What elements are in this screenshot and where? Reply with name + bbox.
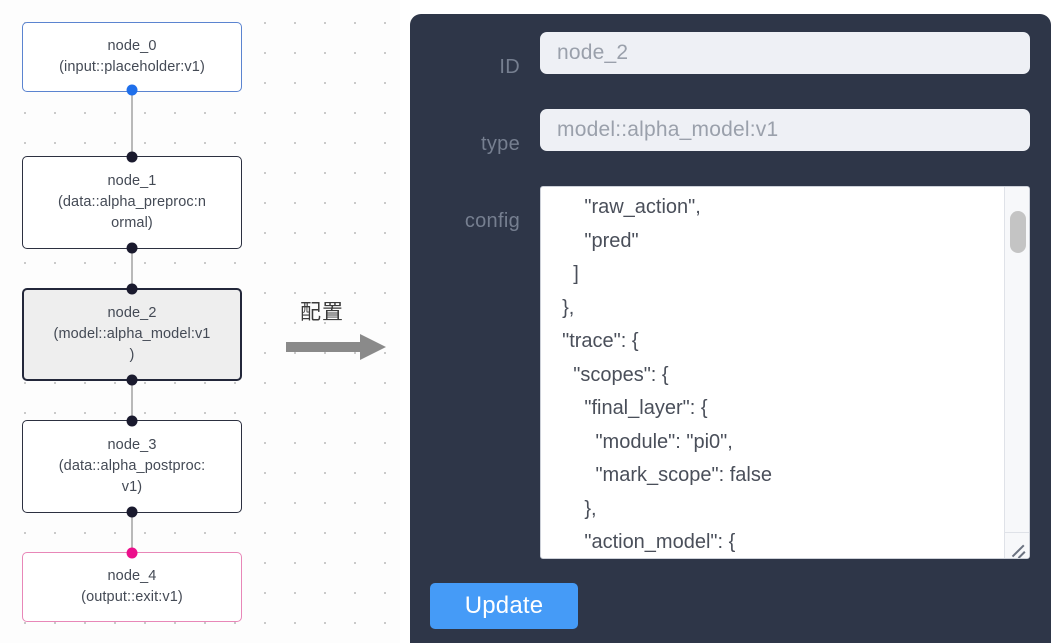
node-handle-target-node_1[interactable] bbox=[126, 151, 138, 163]
edge-node1-node2 bbox=[131, 248, 133, 289]
graph-node-node_1[interactable]: node_1 (data::alpha_preproc:n ormal) bbox=[22, 156, 242, 249]
annotation-label: 配置 bbox=[300, 300, 344, 324]
node-handle-target-node_2[interactable] bbox=[126, 283, 138, 295]
id-field-label: ID bbox=[499, 56, 520, 78]
node-handle-target-node_4[interactable] bbox=[126, 547, 138, 559]
config-scrollbar-thumb[interactable] bbox=[1010, 211, 1026, 253]
configure-arrow-annotation: 配置 bbox=[286, 296, 396, 366]
config-textarea[interactable] bbox=[541, 187, 999, 558]
node-config-panel: ID type config Update bbox=[410, 14, 1051, 643]
type-field-label: type bbox=[480, 133, 520, 155]
graph-node-node_3[interactable]: node_3 (data::alpha_postproc: v1) bbox=[22, 420, 242, 513]
graph-node-node_0[interactable]: node_0 (input::placeholder:v1) bbox=[22, 22, 242, 92]
pipeline-graph-canvas[interactable]: node_0 (input::placeholder:v1) node_1 (d… bbox=[0, 0, 400, 643]
update-button[interactable]: Update bbox=[430, 583, 578, 629]
node-handle-source-node_3[interactable] bbox=[126, 506, 138, 518]
graph-node-node_2[interactable]: node_2 (model::alpha_model:v1 ) bbox=[22, 288, 242, 381]
edge-node2-node3 bbox=[131, 380, 133, 421]
config-textarea-wrapper bbox=[540, 186, 1030, 559]
node-handle-target-node_3[interactable] bbox=[126, 415, 138, 427]
edge-node3-node4 bbox=[131, 512, 133, 553]
node-handle-source-node_1[interactable] bbox=[126, 242, 138, 254]
resize-grip-icon[interactable] bbox=[1004, 532, 1029, 558]
edge-node0-node1 bbox=[131, 90, 133, 157]
right-arrow-icon bbox=[286, 334, 386, 360]
type-input[interactable] bbox=[540, 109, 1030, 151]
id-input[interactable] bbox=[540, 32, 1030, 74]
config-scrollbar-track[interactable] bbox=[1004, 187, 1029, 558]
node-handle-source-node_2[interactable] bbox=[126, 374, 138, 386]
graph-node-node_4[interactable]: node_4 (output::exit:v1) bbox=[22, 552, 242, 622]
node-handle-source-node_0[interactable] bbox=[126, 84, 138, 96]
config-field-label: config bbox=[464, 210, 520, 232]
